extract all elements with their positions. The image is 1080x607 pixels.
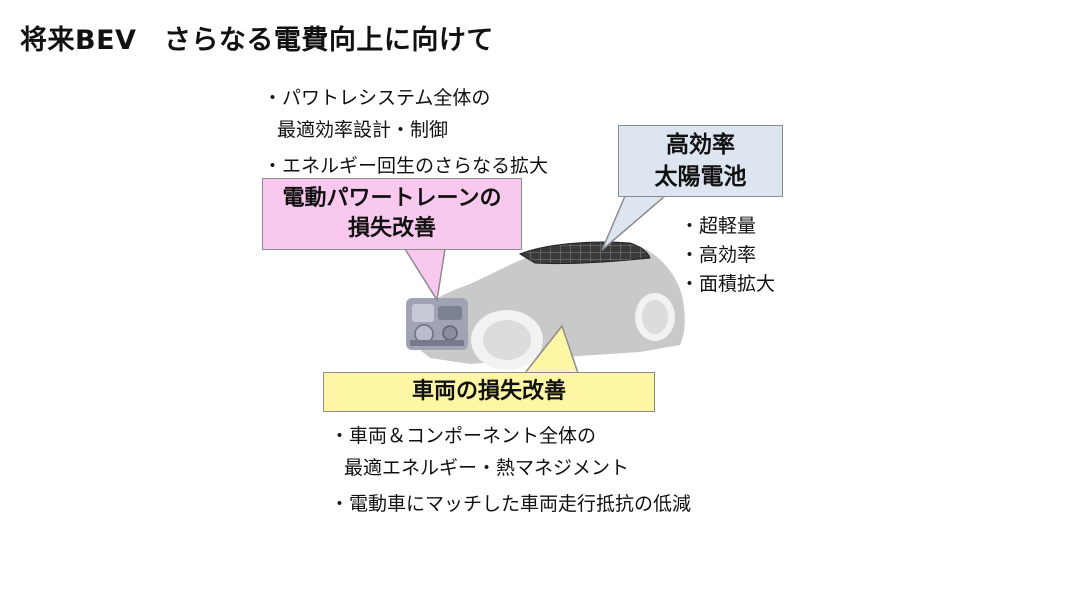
- powertrain-note-1: ・パワトレシステム全体の: [263, 82, 548, 114]
- pink-callout-pointer: [405, 249, 445, 300]
- vehicle-note-1: ・車両＆コンポーネント全体の: [330, 420, 691, 452]
- solar-note-1: ・超軽量: [680, 212, 775, 241]
- vehicle-note-3: ・電動車にマッチした車両走行抵抗の低減: [330, 488, 691, 520]
- solar-note-2: ・高効率: [680, 241, 775, 270]
- page-title: 将来BEV さらなる電費向上に向けて: [20, 18, 494, 57]
- powertrain-callout: 電動パワートレーンの 損失改善: [262, 178, 522, 250]
- solar-notes: ・超軽量 ・高効率 ・面積拡大: [680, 212, 775, 299]
- powertrain-callout-line1: 電動パワートレーンの: [263, 184, 521, 214]
- solar-note-3: ・面積拡大: [680, 270, 775, 299]
- solar-callout-line2: 太陽電池: [619, 161, 782, 193]
- blue-callout-pointer: [602, 196, 665, 250]
- powertrain-notes: ・パワトレシステム全体の 最適効率設計・制御 ・エネルギー回生のさらなる拡大: [263, 82, 548, 182]
- solar-callout: 高効率 太陽電池: [618, 125, 783, 197]
- powertrain-callout-line2: 損失改善: [263, 214, 521, 244]
- powertrain-note-2: 最適効率設計・制御: [263, 114, 548, 146]
- vehicle-notes: ・車両＆コンポーネント全体の 最適エネルギー・熱マネジメント ・電動車にマッチし…: [330, 420, 691, 520]
- vehicle-callout-label: 車両の損失改善: [324, 373, 654, 411]
- solar-callout-line1: 高効率: [619, 129, 782, 161]
- powertrain-unit-icon: [406, 298, 468, 350]
- vehicle-note-2: 最適エネルギー・熱マネジメント: [330, 452, 691, 484]
- vehicle-callout: 車両の損失改善: [323, 372, 655, 412]
